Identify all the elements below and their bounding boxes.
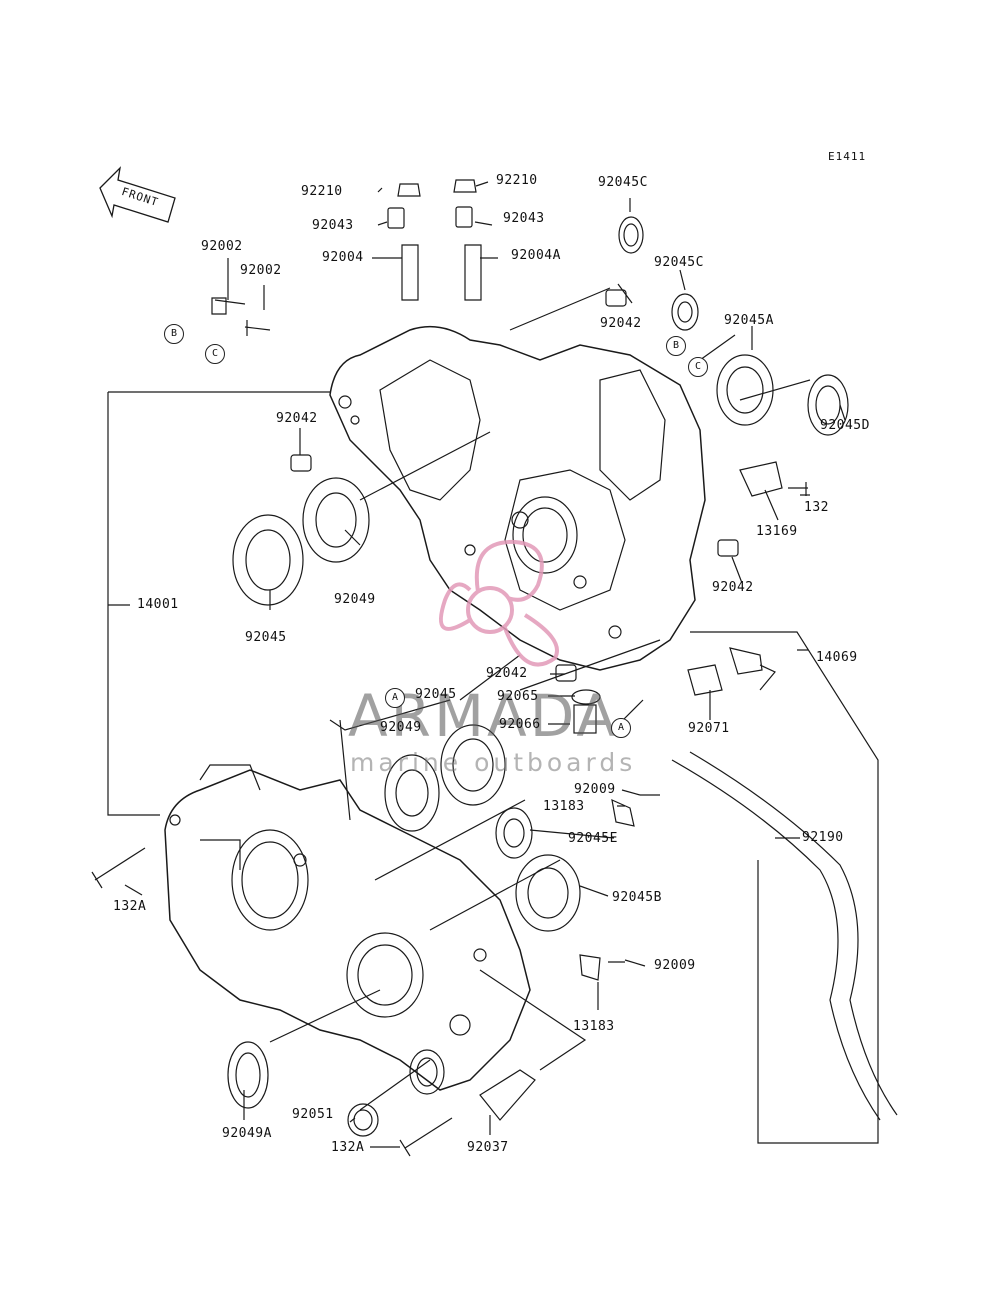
part-label: 92002 bbox=[240, 263, 282, 278]
part-label: 92051 bbox=[292, 1107, 334, 1122]
part-label: 13183 bbox=[543, 799, 585, 814]
watermark-subtitle: marine outboards bbox=[350, 748, 637, 777]
part-label: 92045B bbox=[612, 890, 662, 905]
part-label: 92045C bbox=[598, 175, 648, 190]
part-label: 92065 bbox=[497, 689, 539, 704]
front-direction-arrow: FRONT bbox=[98, 164, 182, 218]
part-label: 92045A bbox=[724, 313, 774, 328]
part-label: 92004A bbox=[511, 248, 561, 263]
part-label: 92042 bbox=[600, 316, 642, 331]
part-label: 92004 bbox=[322, 250, 364, 265]
part-label: 92210 bbox=[301, 184, 343, 199]
callout-c-right: C bbox=[688, 357, 708, 377]
part-label: 92210 bbox=[496, 173, 538, 188]
part-label: 92045 bbox=[245, 630, 287, 645]
callout-b-right: B bbox=[666, 336, 686, 356]
part-label: 14069 bbox=[816, 650, 858, 665]
part-label: 14001 bbox=[137, 597, 179, 612]
part-label: 92002 bbox=[201, 239, 243, 254]
part-label: 92045C bbox=[654, 255, 704, 270]
part-label: 132 bbox=[804, 500, 829, 515]
part-label: 92043 bbox=[503, 211, 545, 226]
part-label: 92049A bbox=[222, 1126, 272, 1141]
part-label: 92042 bbox=[276, 411, 318, 426]
part-label: 132A bbox=[331, 1140, 365, 1155]
part-label: 92043 bbox=[312, 218, 354, 233]
part-label: 92045 bbox=[415, 687, 457, 702]
part-label: 92066 bbox=[499, 717, 541, 732]
diagram-code: E1411 bbox=[828, 150, 867, 163]
part-label: 92042 bbox=[712, 580, 754, 595]
part-label: 92009 bbox=[654, 958, 696, 973]
callout-a-right: A bbox=[611, 718, 631, 738]
part-label: 92190 bbox=[802, 830, 844, 845]
part-label: 92009 bbox=[574, 782, 616, 797]
part-label: 92049 bbox=[334, 592, 376, 607]
callout-a-left: A bbox=[385, 688, 405, 708]
part-label: 92045E bbox=[568, 831, 618, 846]
part-label: 92049 bbox=[380, 720, 422, 735]
part-label: 92037 bbox=[467, 1140, 509, 1155]
front-label: FRONT bbox=[119, 185, 161, 210]
watermark-propeller bbox=[439, 539, 559, 667]
part-label: 13169 bbox=[756, 524, 798, 539]
part-label: 92042 bbox=[486, 666, 528, 681]
part-label: 92071 bbox=[688, 721, 730, 736]
part-label: 132A bbox=[113, 899, 147, 914]
part-label: 92045D bbox=[820, 418, 870, 433]
callout-b-left: B bbox=[164, 324, 184, 344]
callout-c-left: C bbox=[205, 344, 225, 364]
part-label: 13183 bbox=[573, 1019, 615, 1034]
